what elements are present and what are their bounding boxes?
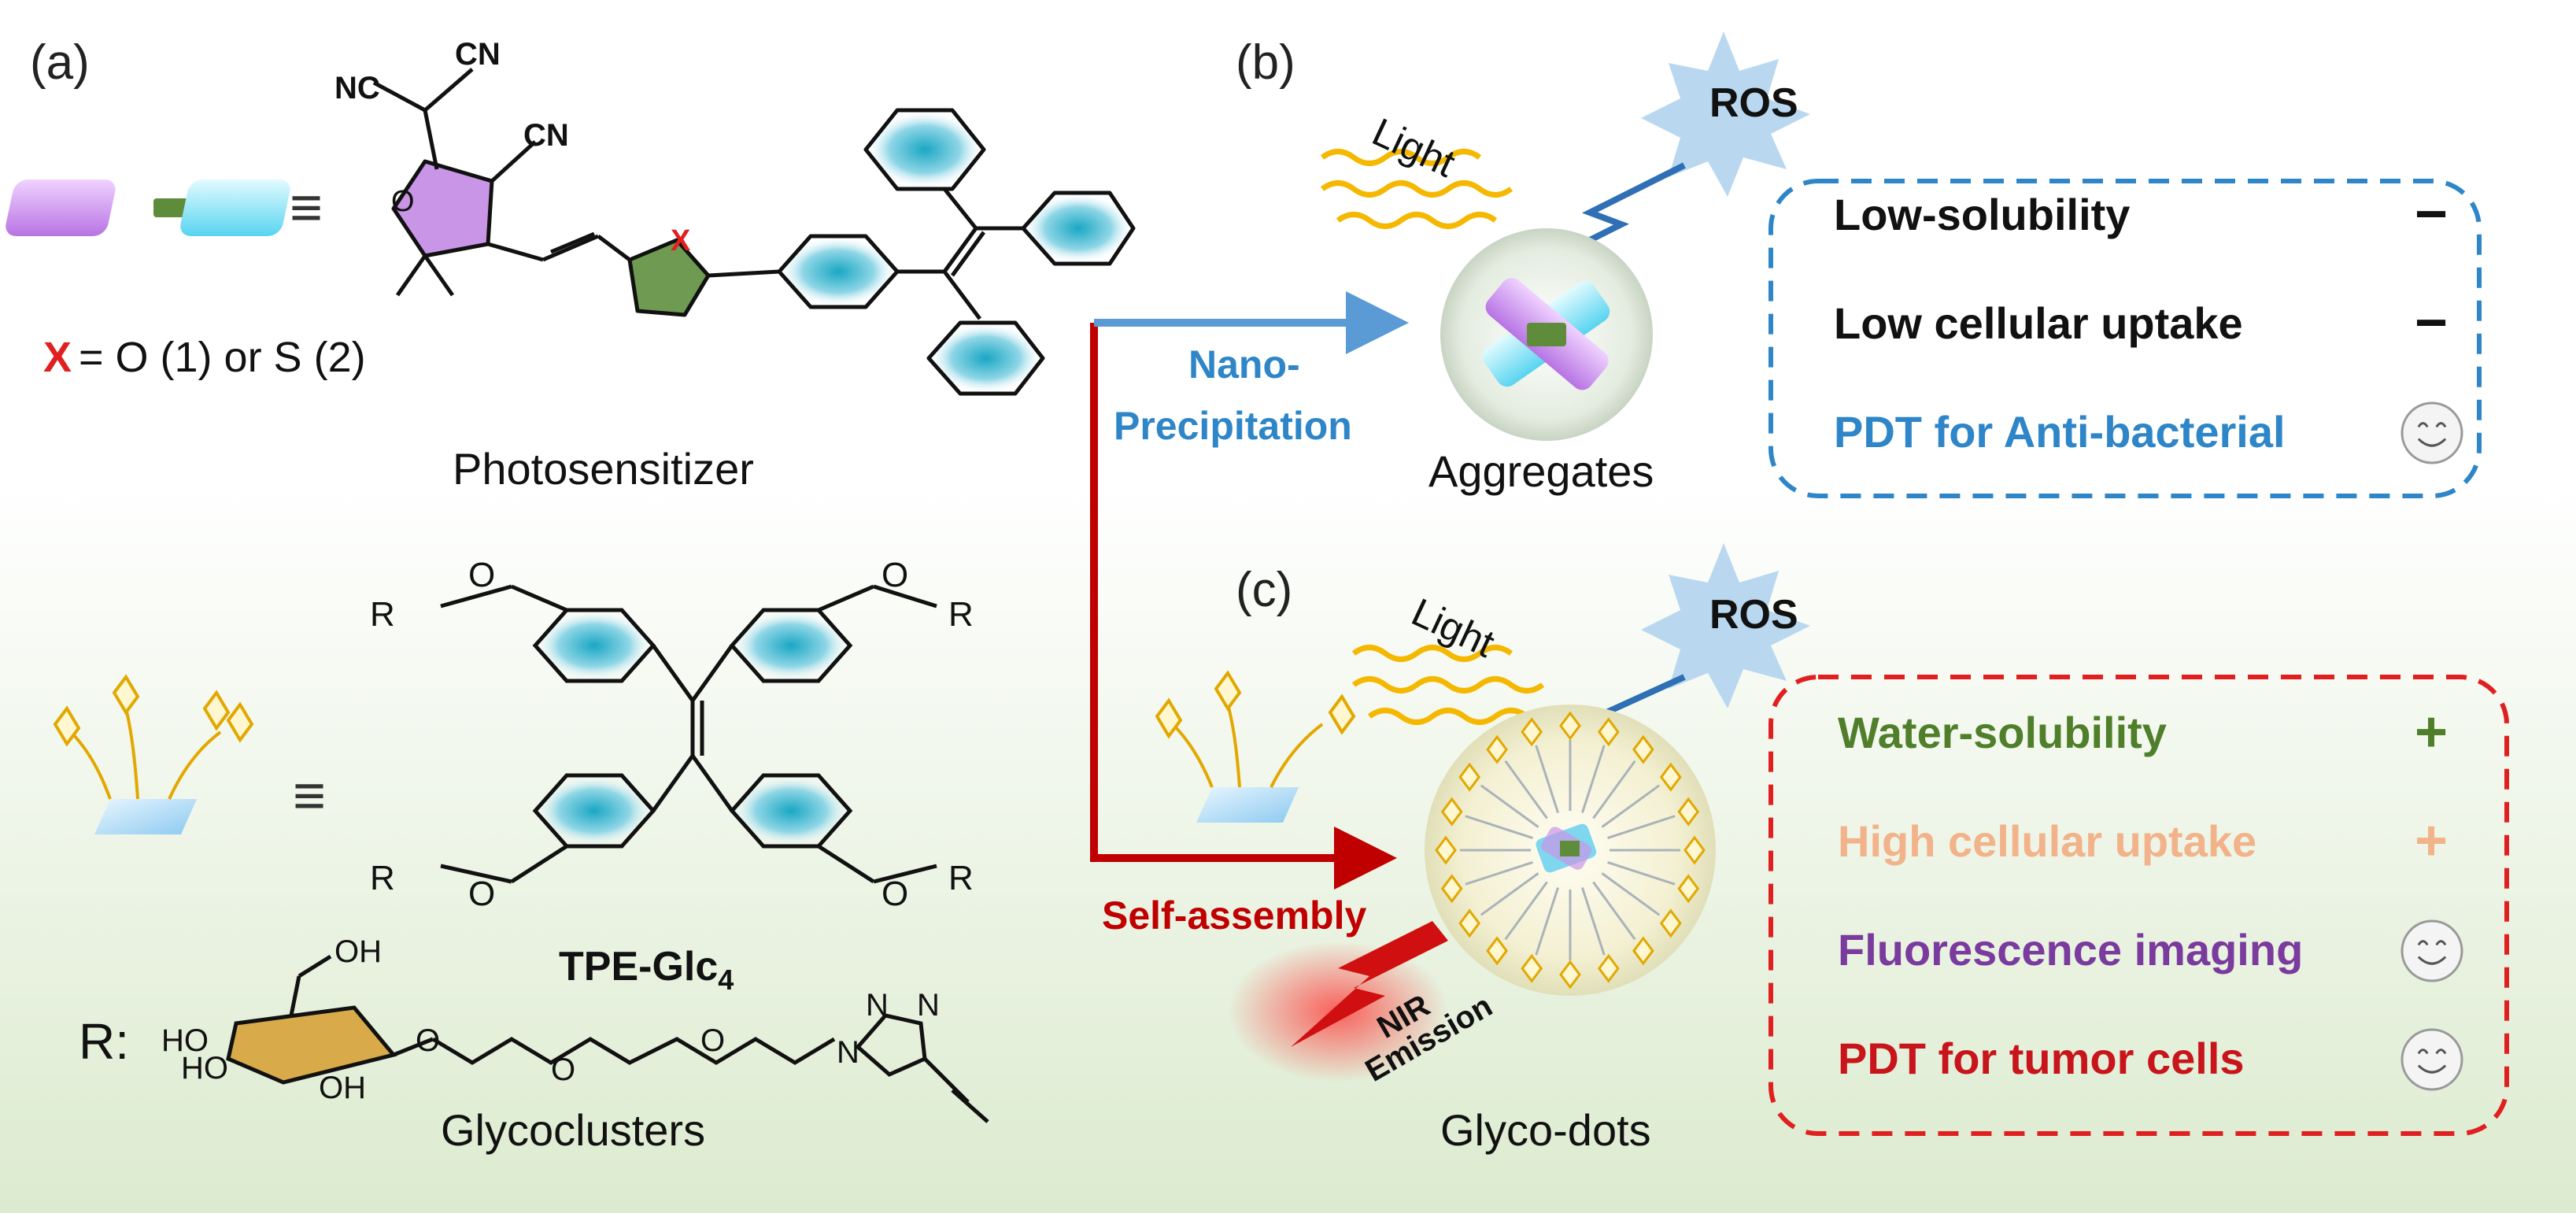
box-c-item-2: High cellular uptake	[1838, 816, 2256, 866]
tpe-o-bottom-left: O	[468, 875, 495, 913]
sugar-unit	[1559, 711, 1581, 741]
ros-label-c: ROS	[1709, 592, 1798, 638]
glycodots-caption: Glyco-dots	[1440, 1105, 1651, 1155]
ros-burst-c	[1641, 543, 1810, 708]
nano-label-line1: Nano-	[1188, 342, 1300, 387]
sugar-unit	[1458, 908, 1481, 938]
photosensitizer-structure	[372, 68, 1136, 396]
box-c-mark-2: +	[2415, 809, 2448, 872]
panel-label-c: (c)	[1236, 563, 1292, 617]
tpe-o-top-left: O	[468, 556, 495, 594]
box-b-item-1: Low-solubility	[1834, 190, 2130, 239]
aggregates-caption: Aggregates	[1428, 446, 1654, 496]
light-rays-c	[1351, 645, 1545, 725]
glc-ho-left2: HO	[181, 1051, 228, 1086]
ros-label-b: ROS	[1709, 80, 1798, 126]
ros-burst-b	[1641, 31, 1810, 197]
tpe-glc4-label: TPE-Glc4	[559, 944, 734, 996]
r-definition-label: R:	[79, 1013, 129, 1070]
sugar-unit	[1486, 734, 1509, 764]
triazole-n-1: N	[837, 1035, 859, 1070]
sugar-unit	[1632, 734, 1654, 764]
self-assembly-label: Self-assembly	[1102, 893, 1366, 938]
sugar-unit	[1435, 835, 1457, 865]
light-rays-b	[1320, 149, 1513, 229]
ring-x-label: X	[671, 224, 691, 257]
box-b-item-3: PDT for Anti-bacterial	[1834, 407, 2286, 457]
box-c-item-3: Fluorescence imaging	[1838, 925, 2303, 975]
box-b-smiley-icon-3	[2400, 401, 2463, 464]
box-c-smiley-icon-4	[2400, 1028, 2463, 1091]
sugar-unit	[1632, 936, 1654, 966]
sugar-unit	[1521, 717, 1543, 747]
glc-oh-bottom: OH	[319, 1071, 366, 1105]
triazole-n-3: N	[917, 988, 940, 1023]
glycocluster-icon	[53, 674, 254, 834]
glycocluster-icon-c	[1155, 670, 1356, 823]
box-b	[1768, 179, 2482, 498]
nano-label-line2: Precipitation	[1114, 404, 1352, 448]
sugar-unit	[1521, 953, 1543, 983]
process-arrows	[1090, 291, 1409, 890]
aggregates-cross	[1482, 278, 1610, 390]
box-c-item-1: Water-solubility	[1838, 708, 2167, 757]
sugar-unit	[1677, 874, 1700, 904]
sugar-unit	[1597, 953, 1620, 983]
panel-label-b: (b)	[1236, 35, 1295, 90]
sugar-unit	[1440, 797, 1463, 827]
box-c-items: Water-solubility + High cellular uptake + Fl…	[1838, 701, 2463, 1091]
self-assembly-arrow	[1090, 323, 1397, 890]
tpe-r-bottom-left: R	[370, 859, 395, 897]
linker-o-1: O	[416, 1023, 440, 1058]
photosensitizer-caption: Photosensitizer	[453, 444, 754, 494]
sugar-unit	[1659, 908, 1682, 938]
tpe-structure	[440, 584, 937, 884]
photosensitizer-block-icon	[6, 179, 290, 236]
ring-oxygen-label: O	[391, 185, 415, 218]
box-c-mark-1: +	[2415, 701, 2448, 764]
box-c-item-4: PDT for tumor cells	[1838, 1034, 2245, 1083]
glycoclusters-caption: Glycoclusters	[441, 1105, 705, 1155]
box-c-smiley-icon-3	[2400, 919, 2463, 982]
linker-o-3: O	[700, 1023, 725, 1058]
tpe-r-top-left: R	[370, 595, 395, 634]
cn-group-label-right: CN	[523, 118, 569, 153]
x-variable-label: X	[43, 334, 72, 381]
tpe-o-top-right: O	[881, 556, 908, 594]
equiv-symbol-top: ≡	[290, 176, 323, 239]
sugar-unit	[1659, 762, 1682, 792]
sugar-unit	[1458, 762, 1481, 792]
box-b-items: Low-solubility − Low cellular uptake − PDT f…	[1834, 183, 2463, 464]
sugar-unit	[1683, 835, 1706, 865]
panel-label-a: (a)	[30, 35, 90, 90]
sugar-unit	[1559, 960, 1581, 990]
x-definition-text: = O (1) or S (2)	[79, 334, 366, 381]
glycodot-core-link	[1560, 841, 1580, 856]
box-c	[1768, 675, 2509, 1136]
box-b-mark-2: −	[2415, 291, 2448, 354]
sugar-unit	[1677, 797, 1700, 827]
sugar-unit	[1440, 874, 1463, 904]
glc-oh-top: OH	[334, 934, 382, 969]
sugar-unit	[1597, 717, 1620, 747]
glc-ho-left1: HO	[161, 1023, 209, 1058]
box-b-mark-1: −	[2415, 183, 2448, 246]
tpe-o-bottom-right: O	[881, 875, 908, 913]
triazole-n-2: N	[866, 988, 889, 1023]
tpe-r-top-right: R	[948, 595, 974, 634]
linker-o-2: O	[551, 1052, 575, 1087]
nc-group-label: NC	[334, 71, 380, 105]
glycodot-sugars	[1435, 711, 1706, 990]
box-b-item-2: Low cellular uptake	[1834, 298, 2243, 348]
sugar-unit	[1486, 936, 1509, 966]
glucose-linker-structure	[226, 954, 989, 1123]
equiv-symbol-bottom: ≡	[293, 764, 326, 827]
cn-group-label-top: CN	[455, 37, 501, 72]
tpe-r-bottom-right: R	[948, 859, 974, 897]
nir-lightning	[1291, 921, 1448, 1047]
